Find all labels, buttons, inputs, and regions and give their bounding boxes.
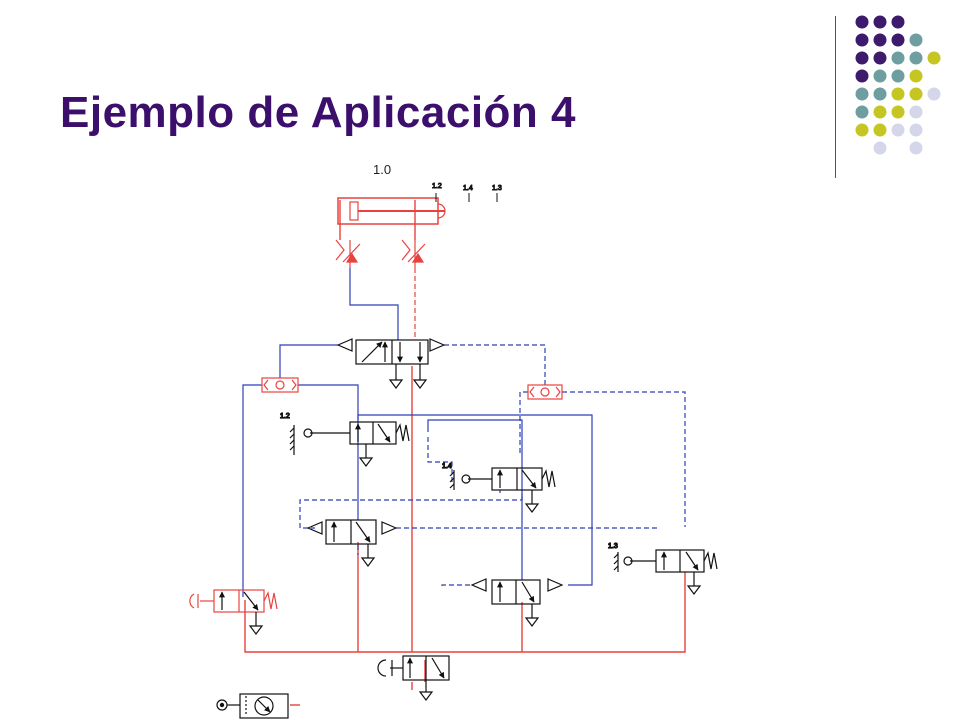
valve-label-1-3: 1.3 <box>608 543 618 550</box>
cylinder-label: 1.0 <box>373 162 391 177</box>
shuttle-valve-right <box>527 384 563 400</box>
valve-label-1-4: 1.4 <box>442 463 452 470</box>
pressure-lines <box>244 200 686 706</box>
limit-switch-markers: 1.2 1.4 1.3 <box>432 183 502 202</box>
title-divider <box>835 16 836 178</box>
roller-valve-1-2: 1.2 <box>279 412 410 467</box>
memory-valve-left <box>306 519 398 567</box>
valve-label-1-2: 1.2 <box>280 413 290 420</box>
slide-title: Ejemplo de Aplicación 4 <box>60 88 576 137</box>
sensor-label-1: 1.2 <box>432 183 442 190</box>
signal-pilot-lines-dashed <box>299 344 686 588</box>
flow-control-valve-right <box>401 239 426 268</box>
memory-valve-right <box>470 578 564 627</box>
sensor-label-2: 1.4 <box>463 185 473 192</box>
start-pushbutton-valve <box>189 589 278 635</box>
dots <box>855 15 941 155</box>
signal-lines <box>242 268 593 597</box>
double-acting-cylinder: 1.0 <box>337 162 446 225</box>
roller-valve-1-3: 1.3 <box>607 542 718 595</box>
main-5-2-valve <box>336 338 446 389</box>
roller-valve-1-4: 1.4 <box>441 462 556 513</box>
supply-shutoff-valve <box>377 655 450 701</box>
sensor-label-3: 1.3 <box>492 185 502 192</box>
decorative-dot-grid <box>855 15 941 155</box>
air-service-unit <box>216 693 289 719</box>
shuttle-valve-left <box>261 377 299 393</box>
flow-control-valve-left <box>335 239 361 268</box>
